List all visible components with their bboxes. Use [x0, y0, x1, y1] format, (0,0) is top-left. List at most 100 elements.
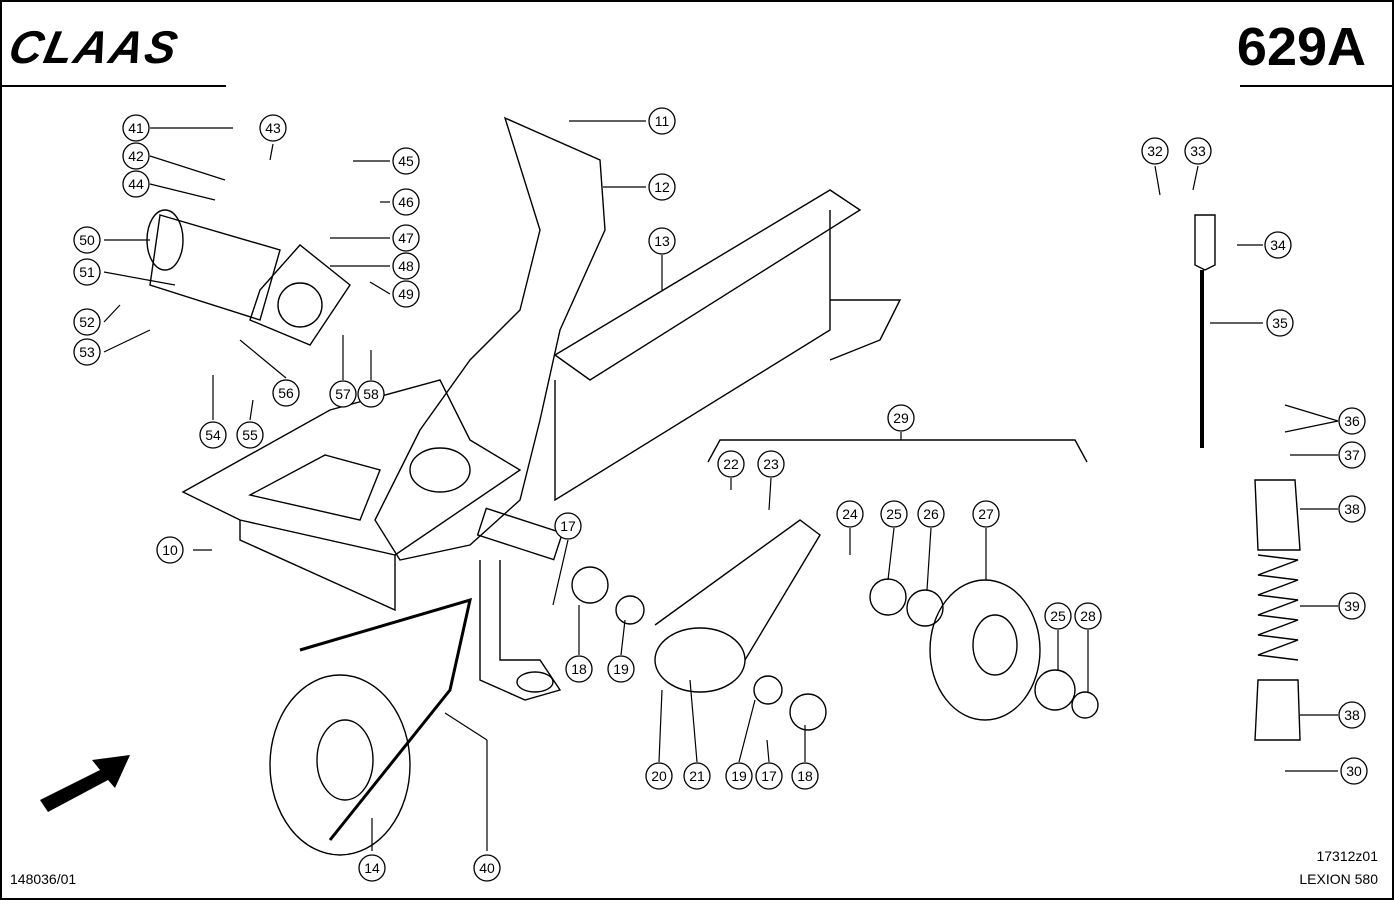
- bracket-arm: [374, 116, 606, 561]
- callout-40: 40: [473, 854, 501, 882]
- callout-38: 38: [1338, 701, 1366, 729]
- callout-circle: [392, 188, 420, 216]
- callout-circle: [236, 421, 264, 449]
- callout-label: 35: [1272, 315, 1288, 331]
- callout-23: 23: [757, 450, 785, 478]
- callout-33: 33: [1184, 137, 1212, 165]
- callout-label: 24: [842, 506, 858, 522]
- base-plate-edge: [239, 520, 396, 612]
- callout-circle: [1184, 137, 1212, 165]
- callout-label: 17: [560, 518, 576, 534]
- clevis-fork: [1194, 214, 1216, 271]
- callout-39: 39: [1338, 592, 1366, 620]
- leader-21: [689, 679, 698, 763]
- callout-label: 37: [1344, 447, 1360, 463]
- leader-55: [249, 399, 254, 421]
- callout-label: 14: [364, 860, 380, 876]
- motor-endcap: [146, 209, 184, 271]
- callout-circle: [392, 147, 420, 175]
- callout-43: 43: [259, 114, 287, 142]
- idler-pulley-hub: [972, 614, 1018, 676]
- callout-label: 41: [128, 120, 144, 136]
- callout-circle: [1338, 441, 1366, 469]
- callout-circle: [358, 854, 386, 882]
- leader-20: [658, 689, 663, 763]
- callout-circle: [1338, 407, 1366, 435]
- callout-circle: [887, 404, 915, 432]
- leader-36b: [1284, 420, 1339, 433]
- sleeve-lower: [753, 675, 783, 705]
- callout-label: 52: [79, 314, 95, 330]
- callout-circle: [392, 224, 420, 252]
- base-plate-cutout: [248, 454, 381, 521]
- callout-circle: [122, 142, 150, 170]
- callout-label: 13: [654, 233, 670, 249]
- leader-36a: [1284, 404, 1339, 422]
- callout-label: 29: [893, 410, 909, 426]
- leader-19a: [620, 619, 626, 656]
- callout-label: 27: [978, 506, 994, 522]
- callout-21: 21: [683, 762, 711, 790]
- callout-54: 54: [199, 421, 227, 449]
- callout-circle: [1266, 309, 1294, 337]
- callout-circle: [648, 227, 676, 255]
- callout-circle: [917, 500, 945, 528]
- callout-13: 13: [648, 227, 676, 255]
- callout-19: 19: [725, 762, 753, 790]
- callout-label: 58: [363, 386, 379, 402]
- model-name: LEXION 580: [1299, 871, 1378, 887]
- callout-55: 55: [236, 421, 264, 449]
- leader-lines: [103, 120, 1339, 851]
- callout-circle: [392, 280, 420, 308]
- callout-circle: [791, 762, 819, 790]
- hook-hole: [516, 671, 554, 693]
- callout-24: 24: [836, 500, 864, 528]
- leader-52: [103, 304, 121, 323]
- callout-42: 42: [122, 142, 150, 170]
- callout-label: 32: [1147, 143, 1163, 159]
- callout-circle: [1264, 231, 1292, 259]
- callout-35: 35: [1266, 309, 1294, 337]
- callout-circle: [122, 170, 150, 198]
- callout-label: 25: [886, 506, 902, 522]
- leader-44: [269, 143, 274, 161]
- callout-circle: [755, 762, 783, 790]
- callout-label: 21: [689, 768, 705, 784]
- callout-label: 23: [763, 456, 779, 472]
- callout-57: 57: [329, 380, 357, 408]
- callout-38: 38: [1338, 495, 1366, 523]
- callout-32: 32: [1141, 137, 1169, 165]
- callout-30: 30: [1340, 757, 1368, 785]
- leader-43: [149, 183, 216, 201]
- callout-circle: [717, 450, 745, 478]
- callout-circle: [607, 655, 635, 683]
- callout-label: 49: [398, 286, 414, 302]
- footer-left-code: 148036/01: [10, 871, 77, 887]
- group-bracket-29: [707, 439, 1088, 463]
- callout-circle: [259, 114, 287, 142]
- spring-seat-lower: [1254, 679, 1301, 741]
- callout-36: 36: [1338, 407, 1366, 435]
- callout-17: 17: [755, 762, 783, 790]
- circlip-upper: [869, 578, 907, 616]
- callout-circle: [473, 854, 501, 882]
- part-artwork: [146, 116, 1301, 856]
- callout-50: 50: [73, 226, 101, 254]
- callout-circle: [357, 380, 385, 408]
- callout-label: 26: [923, 506, 939, 522]
- leader-42: [149, 155, 226, 181]
- leader-56: [239, 339, 287, 379]
- callout-label: 43: [265, 120, 281, 136]
- circlip-lower: [1034, 669, 1076, 711]
- callout-circle: [1074, 602, 1102, 630]
- callout-circle: [199, 421, 227, 449]
- callout-label: 18: [797, 768, 813, 784]
- callout-29: 29: [887, 404, 915, 432]
- callout-53: 53: [73, 338, 101, 366]
- callout-19: 19: [607, 655, 635, 683]
- frame-beam-side: [554, 210, 831, 502]
- frame-beam-end: [829, 299, 902, 361]
- motor-flange: [249, 244, 351, 346]
